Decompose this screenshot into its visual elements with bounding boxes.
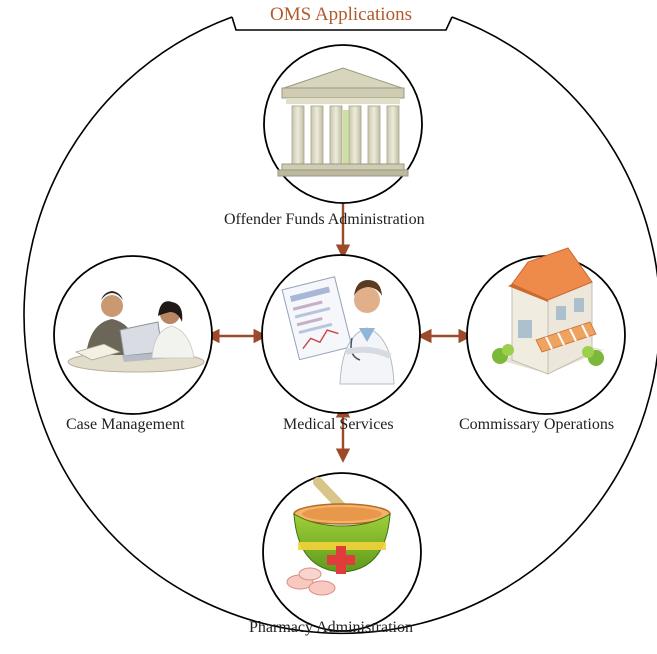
- label-offender-funds: Offender Funds Administration: [224, 211, 425, 228]
- doctor-with-chart-icon: [281, 276, 395, 385]
- mortar-and-pestle-icon: [286, 477, 391, 596]
- people-at-computer-icon: [67, 291, 205, 373]
- title-tab: [231, 16, 453, 31]
- label-commissary: Commissary Operations: [459, 416, 615, 433]
- outer-ring: [23, 16, 657, 635]
- label-medical-services: Medical Services: [283, 416, 394, 433]
- label-case-management: Case Management: [66, 416, 185, 433]
- bank-building-icon: [277, 67, 409, 177]
- storefront-icon: [492, 247, 604, 375]
- label-pharmacy: Pharmacy Administration: [249, 619, 413, 636]
- diagram-title: OMS Applications: [270, 4, 412, 25]
